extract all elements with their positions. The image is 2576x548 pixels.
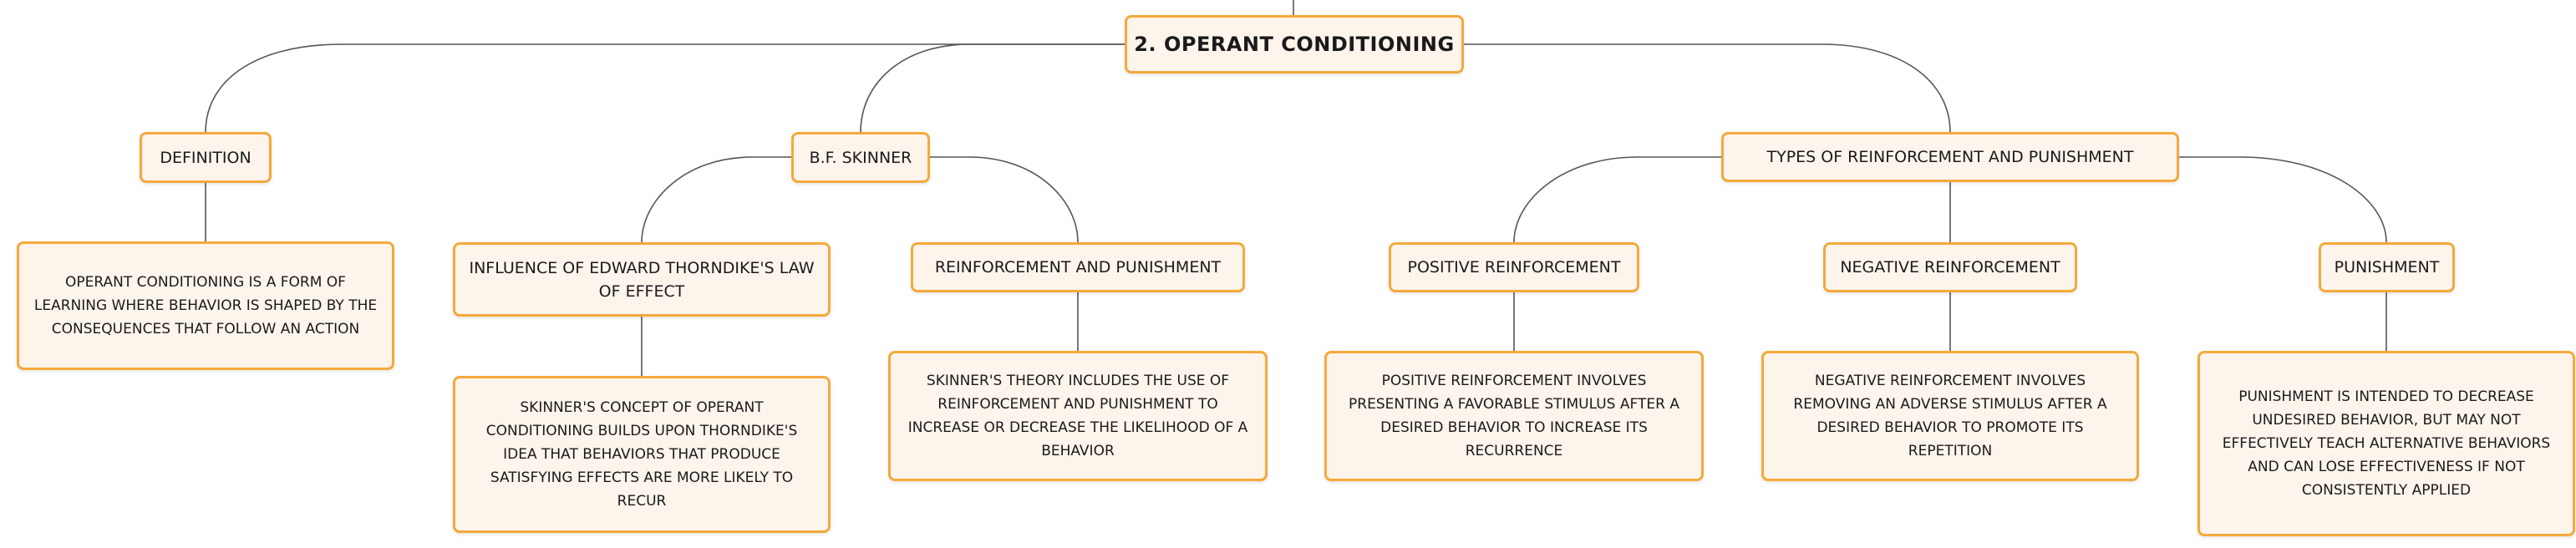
negative-reinforcement-text: Negative reinforcement involves removing… [1793,373,2107,459]
reinforcement-punishment-text-node[interactable]: Skinner's theory includes the use of rei… [888,351,1268,481]
positive-reinforcement-text: Positive reinforcement involves presenti… [1349,373,1679,459]
connector-types-punishment [2179,156,2387,243]
skinner-node[interactable]: B.F. Skinner [791,132,930,183]
definition-text: Operant conditioning is a form of learni… [33,274,378,337]
punishment-label: Punishment [2334,258,2440,277]
root-label: 2. Operant Conditioning [1134,33,1455,56]
positive-reinforcement-text-node[interactable]: Positive reinforcement involves presenti… [1324,351,1704,481]
definition-label: Definition [160,148,252,167]
connector-root-skinner [860,43,1125,133]
negative-reinforcement-text-node[interactable]: Negative reinforcement involves removing… [1761,351,2139,481]
reinforcement-punishment-label: Reinforcement and Punishment [934,258,1222,277]
skinner-label: B.F. Skinner [809,148,912,167]
positive-reinforcement-label: Positive Reinforcement [1407,258,1621,277]
reinforcement-punishment-node[interactable]: Reinforcement and Punishment [911,242,1245,292]
connector-root-definition [205,43,1125,133]
punishment-node[interactable]: Punishment [2319,242,2455,292]
thorndike-label: Influence of Edward Thorndike's Law of E… [469,258,815,301]
types-label: Types of Reinforcement and Punishment [1766,148,2134,166]
thorndike-text-node[interactable]: Skinner's concept of operant conditionin… [453,376,831,533]
reinforcement-punishment-text: Skinner's theory includes the use of rei… [907,373,1248,459]
root-node[interactable]: 2. Operant Conditioning [1125,15,1464,74]
thorndike-text: Skinner's concept of operant conditionin… [485,399,798,510]
connector-skinner-reinforcement [930,156,1079,243]
connector-root-types [1464,43,1951,133]
punishment-text: Punishment is intended to decrease undes… [2222,388,2551,499]
types-node[interactable]: Types of Reinforcement and Punishment [1721,132,2179,182]
connector-skinner-thorndike [641,156,791,243]
connector-types-positive [1513,156,1721,243]
definition-node[interactable]: Definition [140,132,272,183]
punishment-text-node[interactable]: Punishment is intended to decrease undes… [2197,351,2575,536]
negative-reinforcement-label: Negative Reinforcement [1840,258,2060,277]
definition-text-node[interactable]: Operant conditioning is a form of learni… [17,241,394,370]
thorndike-node[interactable]: Influence of Edward Thorndike's Law of E… [453,242,831,317]
positive-reinforcement-node[interactable]: Positive Reinforcement [1389,242,1639,292]
negative-reinforcement-node[interactable]: Negative Reinforcement [1823,242,2077,292]
